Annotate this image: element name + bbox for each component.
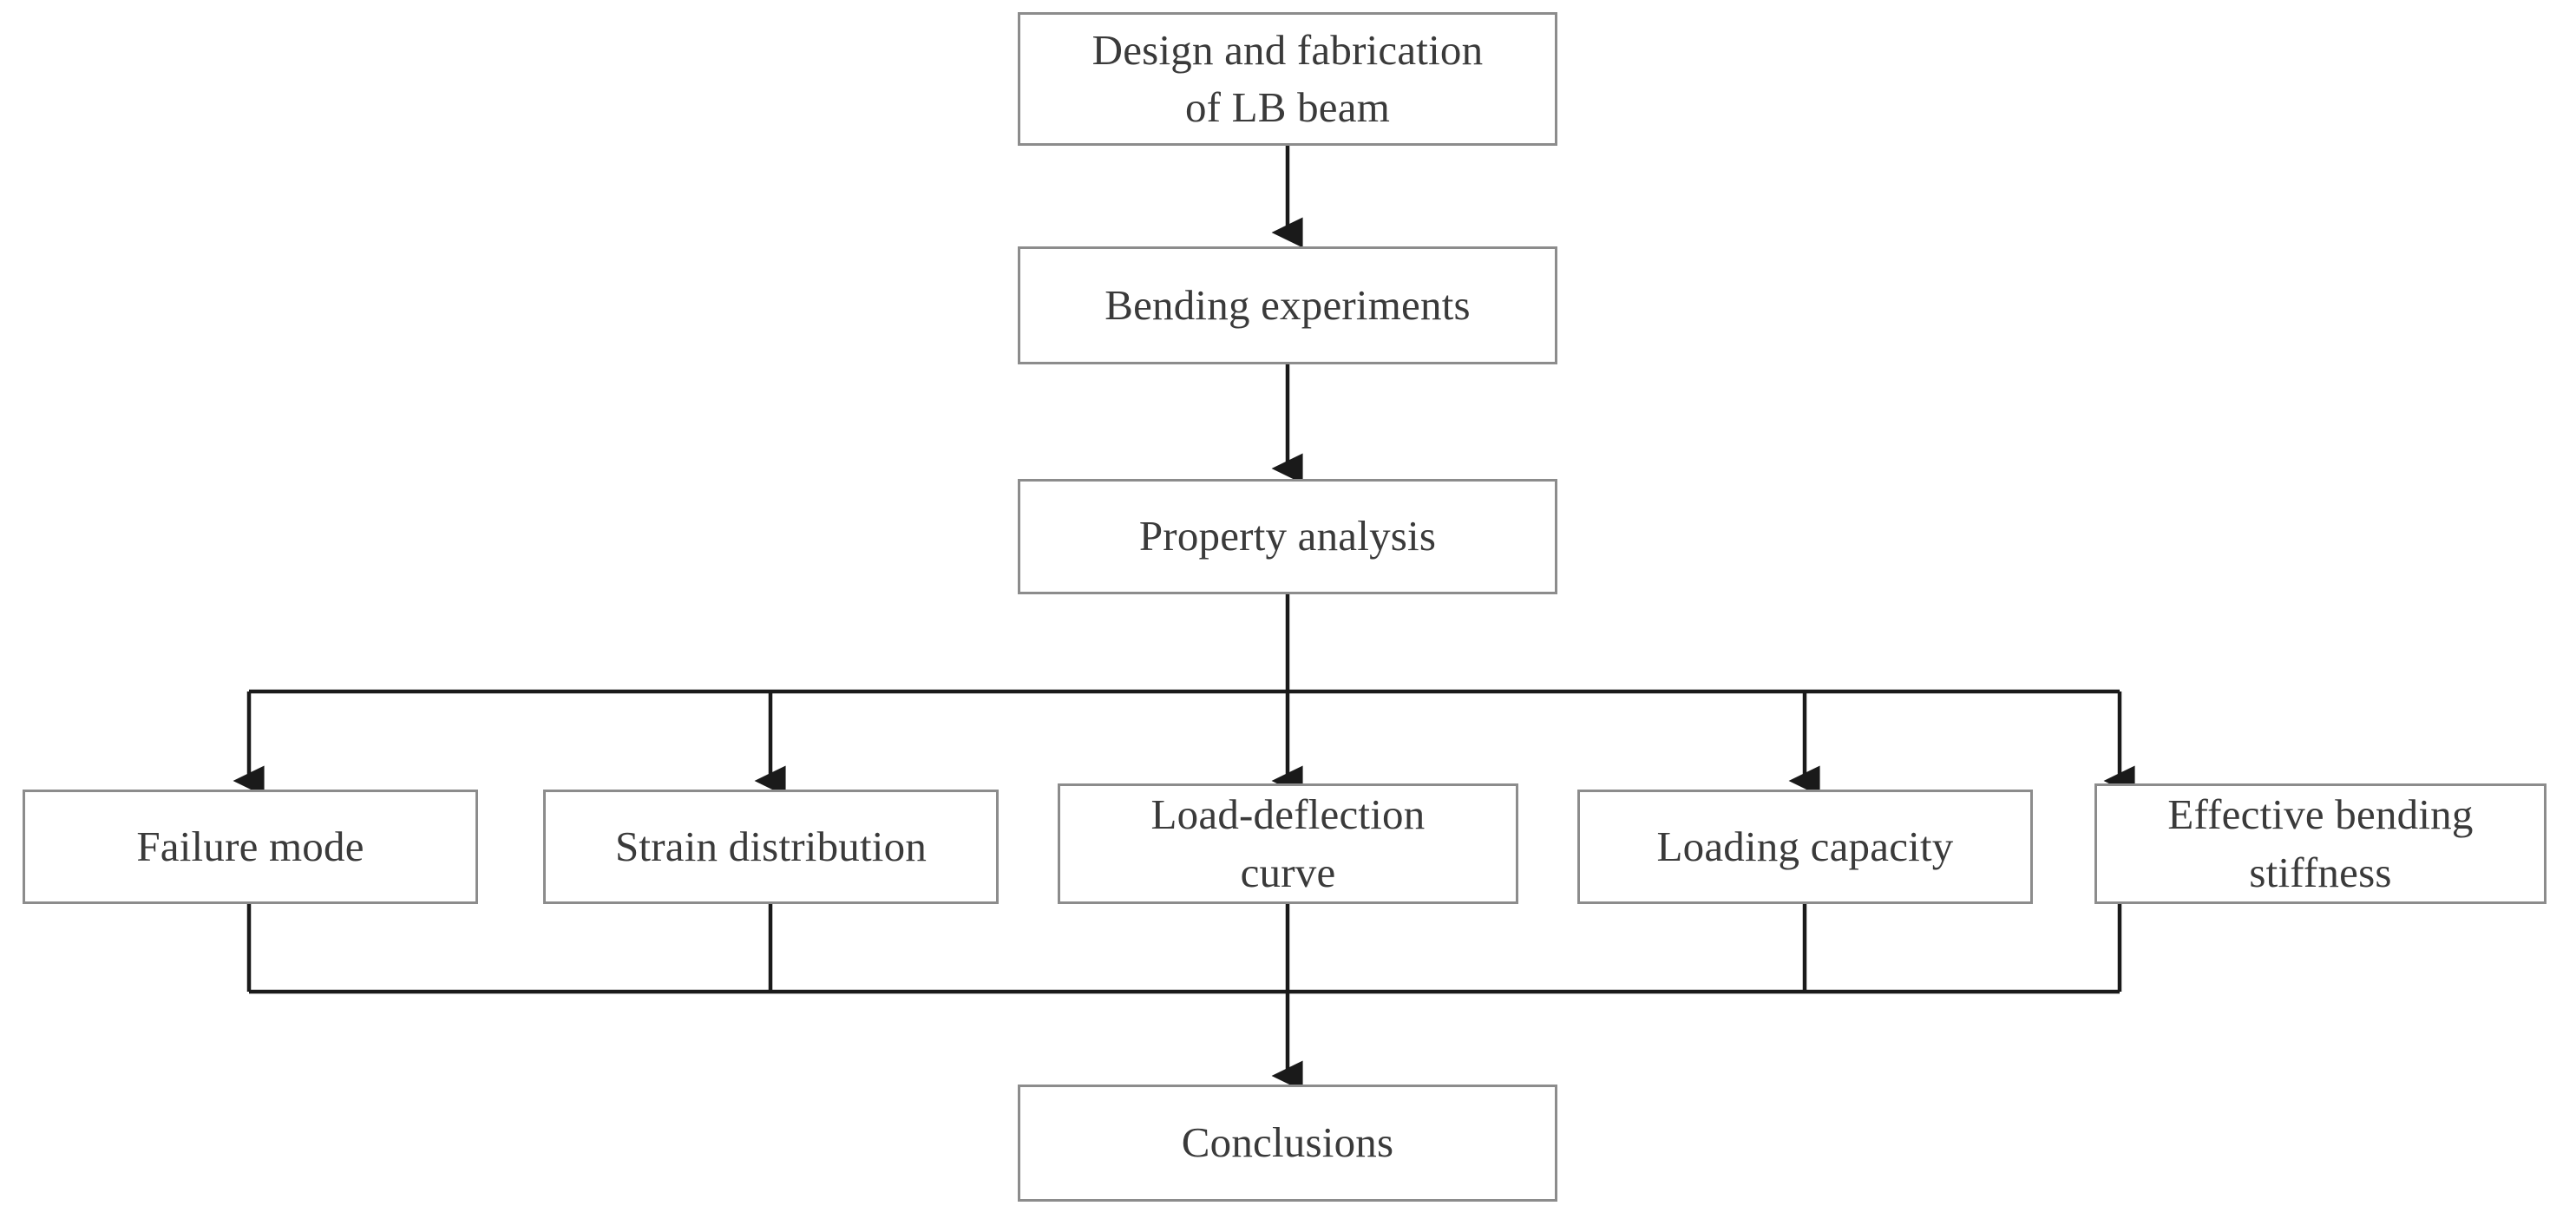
node-load-deflection-curve[interactable]: Load-deflection curve: [1058, 783, 1518, 904]
node-loading-capacity[interactable]: Loading capacity: [1577, 790, 2033, 904]
node-label: Strain distribution: [614, 822, 927, 870]
node-strain-distribution[interactable]: Strain distribution: [543, 790, 999, 904]
node-property-analysis[interactable]: Property analysis: [1018, 479, 1557, 594]
node-label: Effective bending stiffness: [2167, 790, 2474, 896]
node-bending-experiments[interactable]: Bending experiments: [1018, 246, 1557, 364]
node-label: Load-deflection curve: [1150, 790, 1426, 896]
node-effective-bending-stiffness[interactable]: Effective bending stiffness: [2094, 783, 2547, 904]
node-label: Bending experiments: [1104, 280, 1471, 329]
node-conclusions[interactable]: Conclusions: [1018, 1085, 1557, 1202]
node-label: Conclusions: [1181, 1118, 1394, 1167]
node-design-and-fabrication[interactable]: Design and fabrication of LB beam: [1018, 12, 1557, 146]
node-label: Design and fabrication of LB beam: [1091, 25, 1484, 131]
node-label: Failure mode: [136, 822, 364, 870]
node-label: Property analysis: [1138, 512, 1437, 560]
node-failure-mode[interactable]: Failure mode: [23, 790, 478, 904]
node-label: Loading capacity: [1656, 822, 1954, 870]
